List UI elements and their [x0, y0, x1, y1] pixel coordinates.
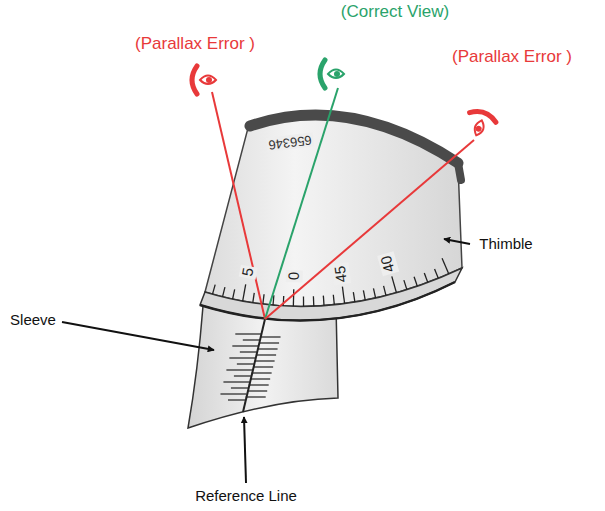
scale-tick — [237, 363, 254, 364]
scale-number: 40 — [377, 252, 399, 276]
scale-number: 0 — [286, 270, 303, 283]
scale-tick — [213, 285, 216, 295]
scale-tick — [223, 381, 249, 382]
scale-tick — [228, 399, 245, 400]
thimble-rim — [458, 163, 461, 180]
scale-tick — [293, 289, 295, 306]
scale-tick — [250, 378, 270, 379]
scale-tick — [392, 276, 397, 292]
leader-arrow — [62, 322, 214, 350]
scale-tick — [261, 336, 281, 337]
serial-number: 656346 — [266, 132, 315, 152]
scale-tick — [243, 284, 246, 301]
scale-tick — [232, 345, 258, 346]
scale-tick — [252, 372, 272, 373]
scale-tick — [246, 396, 266, 397]
part-label: Thimble — [479, 236, 532, 253]
scale-tick — [253, 293, 254, 303]
sight-line — [265, 88, 338, 319]
scale-tick — [263, 294, 264, 304]
scale-tick — [235, 333, 261, 334]
sight-line — [212, 92, 265, 319]
scale-tick — [256, 354, 276, 355]
view-caption: (Parallax Error ) — [135, 35, 255, 54]
view-caption: (Parallax Error ) — [452, 48, 572, 67]
scale-tick — [229, 357, 255, 358]
sleeve-body — [188, 306, 338, 428]
scale-tick — [233, 289, 235, 299]
scale-tick — [384, 286, 386, 296]
scale-tick — [258, 348, 278, 349]
scale-tick — [323, 296, 325, 306]
scale-tick — [342, 287, 344, 304]
scale-tick — [253, 366, 273, 367]
part-label: Sleeve — [10, 312, 56, 329]
scale-tick — [234, 375, 251, 376]
scale-tick — [220, 393, 246, 394]
scale-tick — [424, 273, 428, 282]
part-label: Reference Line — [195, 488, 297, 505]
sleeve-scale — [220, 334, 280, 400]
leader-arrow — [244, 417, 246, 483]
scale-tick — [223, 287, 225, 297]
scale-tick — [313, 296, 315, 306]
scale-tick — [414, 277, 417, 286]
scale-tick — [259, 342, 279, 343]
scale-tick — [255, 360, 275, 361]
eye-icon — [463, 108, 498, 140]
scale-tick — [231, 387, 248, 388]
scale-tick — [373, 288, 375, 298]
scale-tick — [363, 290, 365, 300]
scale-number: 45 — [331, 262, 350, 285]
scale-tick — [243, 339, 260, 340]
scale-tick — [353, 292, 355, 302]
scale-tick — [404, 280, 407, 290]
scale-tick — [249, 384, 269, 385]
thimble-rim — [250, 115, 458, 163]
scale-tick — [442, 258, 449, 274]
view-caption: (Correct View) — [341, 3, 449, 22]
sight-line — [265, 140, 474, 319]
scale-tick — [303, 296, 304, 306]
scale-tick — [226, 369, 252, 370]
scale-tick — [435, 269, 439, 278]
scale-number: 5 — [239, 264, 257, 279]
thimble-scale — [213, 258, 449, 306]
leader-arrow — [444, 239, 470, 244]
reference-line — [243, 319, 265, 412]
scale-tick — [247, 390, 267, 391]
scale-tick — [333, 295, 334, 305]
scale-tick — [240, 351, 257, 352]
thimble-edge — [200, 282, 455, 321]
eye-icon — [192, 66, 216, 94]
eye-icon — [320, 60, 344, 88]
